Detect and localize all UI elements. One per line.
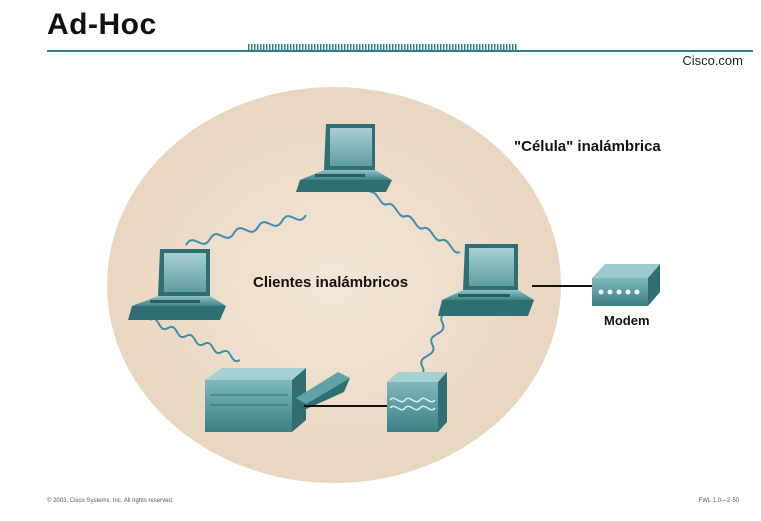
cisco-brand: Cisco.com: [682, 53, 743, 68]
laptop-top: [296, 124, 392, 192]
wireless-link-top-left: [185, 214, 307, 246]
wireless-adapter-device: [387, 372, 447, 432]
desktop-computer: [205, 368, 350, 432]
slide-number: FWL 1.0—2-50: [698, 498, 739, 504]
copyright-text: © 2003, Cisco Systems, Inc. All rights r…: [47, 498, 174, 504]
laptop-left: [128, 249, 226, 320]
modem-label: Modem: [604, 313, 650, 328]
laptop-right: [438, 244, 534, 316]
cell-label: "Célula" inalámbrica: [514, 138, 661, 155]
header-divider: [47, 44, 753, 52]
wireless-link-bottom-left: [149, 317, 241, 363]
wireless-link-top-right: [369, 190, 461, 254]
slide-title: Ad-Hoc: [47, 8, 157, 41]
clients-label: Clientes inalámbricos: [253, 274, 408, 291]
modem-device: [592, 264, 660, 306]
